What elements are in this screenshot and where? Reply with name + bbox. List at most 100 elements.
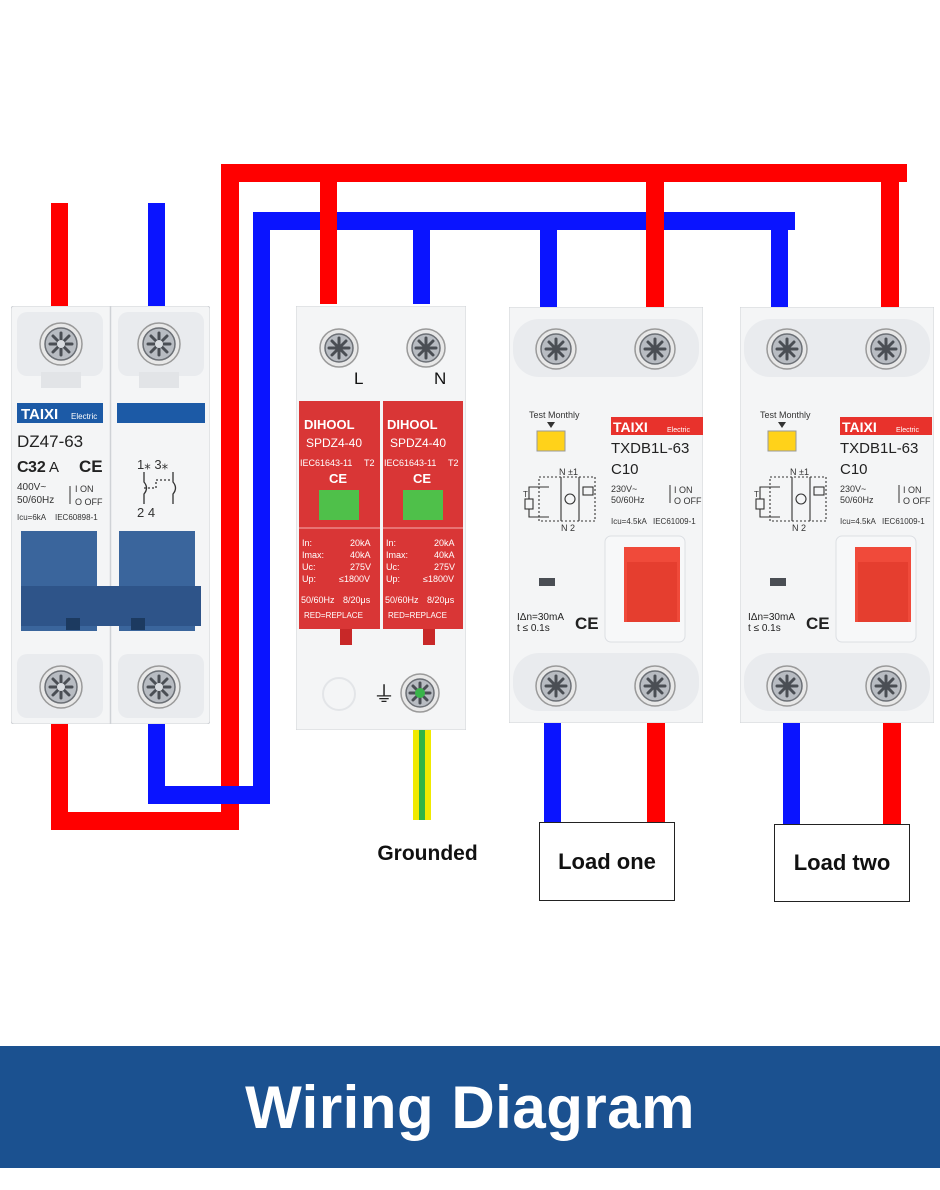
svg-text:RED=REPLACE: RED=REPLACE (304, 611, 363, 620)
rcbo-schematic-icon: N ±1 N 2 T (523, 467, 596, 533)
svg-text:T2: T2 (448, 458, 459, 468)
load-two-box: Load two (774, 824, 910, 902)
spd-terminal-l: L (354, 369, 363, 388)
svg-text:≤1800V: ≤1800V (423, 574, 454, 584)
live-bus-wire (221, 164, 907, 182)
mcb-frequency: 50/60Hz (17, 495, 54, 506)
load2-neutral-wire (783, 722, 800, 826)
spd-model: SPDZ4-40 (306, 436, 362, 450)
svg-text:T: T (523, 490, 528, 499)
screw-terminal-icon[interactable] (38, 321, 84, 367)
screw-terminal-icon[interactable] (864, 664, 908, 708)
rcbo-txdb1l-63-one: Test Monthly TAIXI Electric TXDB1L-63 C1… (509, 307, 703, 723)
screw-terminal-icon[interactable] (136, 664, 182, 710)
mcb-rating-value: 32 (28, 459, 46, 476)
mcb-on-label: I ON (75, 484, 94, 494)
svg-text:50/60Hz: 50/60Hz (301, 595, 335, 605)
svg-text:20kA: 20kA (434, 538, 455, 548)
svg-text:DIHOOL: DIHOOL (387, 417, 438, 432)
rcbo1-neutral-drop-wire (540, 212, 557, 308)
rcbo-on-label: I ON (903, 485, 922, 495)
rcbo1-live-drop-wire (646, 164, 664, 308)
status-window-icon (319, 490, 359, 520)
svg-text:≤1800V: ≤1800V (339, 574, 370, 584)
rcbo-schematic-icon: N ±1 N 2 T (754, 467, 827, 533)
screw-terminal-icon[interactable] (38, 664, 84, 710)
svg-text:Imax:: Imax: (386, 550, 408, 560)
rcbo2-neutral-drop-wire (771, 212, 788, 308)
svg-text:40kA: 40kA (350, 550, 371, 560)
rcbo-brand-suffix: Electric (896, 427, 919, 434)
screw-terminal-icon[interactable] (534, 664, 578, 708)
screw-terminal-icon[interactable] (633, 664, 677, 708)
mcb-brand: TAIXI (21, 406, 58, 423)
svg-text:In:: In: (386, 538, 396, 548)
mcb-pole-top: 1⁎ 3⁎ (137, 457, 169, 472)
svg-text:275V: 275V (434, 562, 455, 572)
screw-terminal-icon[interactable] (318, 327, 360, 369)
svg-text:SPDZ4-40: SPDZ4-40 (390, 436, 446, 450)
mcb-neutral-return-wire (148, 786, 270, 804)
load-one-label: Load one (558, 848, 656, 874)
screw-terminal-icon[interactable] (405, 327, 447, 369)
rcbo-txdb1l-63-two: Test Monthly TAIXI Electric TXDB1L-63 C1… (740, 307, 934, 723)
screw-terminal-icon[interactable] (534, 327, 578, 371)
rcbo-rating: C10 (611, 461, 639, 478)
title-banner: Wiring Diagram (0, 1046, 940, 1168)
svg-text:Up:: Up: (302, 574, 316, 584)
screw-terminal-icon[interactable] (765, 327, 809, 371)
earth-wire (413, 730, 431, 820)
screw-terminal-icon[interactable] (136, 321, 182, 367)
mcb-live-return-wire (51, 812, 239, 830)
rcbo-brand: TAIXI (842, 419, 877, 435)
rcbo-brand: TAIXI (613, 419, 648, 435)
ce-mark-icon: CE (79, 457, 103, 476)
screw-terminal-icon[interactable] (633, 327, 677, 371)
ce-mark-icon: CE (329, 471, 347, 486)
live-riser-wire (221, 164, 239, 830)
rcbo-icu: Icu=4.5kA (611, 517, 647, 526)
svg-text:20kA: 20kA (350, 538, 371, 548)
mcb-handle[interactable] (21, 586, 201, 626)
rcbo-trip-time: t ≤ 0.1s (517, 623, 550, 634)
surge-protector-spdz4-40: L N DIHOOL SPDZ4-40 IEC61643-11 T2 CE In… (296, 306, 466, 730)
test-button[interactable] (536, 430, 566, 452)
svg-text:N ±1: N ±1 (790, 467, 809, 477)
svg-text:50/60Hz: 50/60Hz (385, 595, 419, 605)
screw-terminal-icon[interactable] (864, 327, 908, 371)
rcbo-model: TXDB1L-63 (611, 440, 689, 457)
svg-text:Imax:: Imax: (302, 550, 324, 560)
svg-text:RED=REPLACE: RED=REPLACE (388, 611, 447, 620)
grounded-label: Grounded (377, 842, 478, 865)
status-window-icon (403, 490, 443, 520)
supply-neutral-wire (148, 203, 165, 315)
rcbo-model: TXDB1L-63 (840, 440, 918, 457)
rcbo-test-label: Test Monthly (760, 410, 811, 420)
rcbo-standard: IEC61009-1 (882, 517, 925, 526)
rcbo-frequency: 50/60Hz (611, 495, 645, 505)
test-button[interactable] (767, 430, 797, 452)
ce-mark-icon: CE (806, 614, 830, 633)
rcbo-test-label: Test Monthly (529, 410, 580, 420)
spd-neutral-drop-wire (413, 212, 430, 304)
rcbo-on-label: I ON (674, 485, 693, 495)
spd-module-l: DIHOOL SPDZ4-40 IEC61643-11 T2 CE In: 20… (299, 401, 380, 629)
screw-terminal-icon[interactable] (765, 664, 809, 708)
spd-class: T2 (364, 458, 375, 468)
mcb-rating-prefix: C (17, 459, 29, 476)
mcb-brand-suffix: Electric (71, 412, 97, 421)
mcb-pole-bottom: 2 4 (137, 505, 155, 520)
mcb-rating-unit: A (49, 459, 59, 476)
supply-live-wire (51, 203, 68, 315)
svg-text:T: T (754, 490, 759, 499)
ce-mark-icon: CE (575, 614, 599, 633)
rcbo-standard: IEC61009-1 (653, 517, 696, 526)
load-one-box: Load one (539, 822, 675, 901)
arrow-down-icon (778, 422, 786, 428)
load1-neutral-wire (544, 722, 561, 824)
mcb-model: DZ47-63 (17, 432, 83, 451)
pole-schematic-icon (143, 472, 177, 504)
svg-text:8/20μs: 8/20μs (343, 595, 371, 605)
spd-brand: DIHOOL (304, 417, 355, 432)
